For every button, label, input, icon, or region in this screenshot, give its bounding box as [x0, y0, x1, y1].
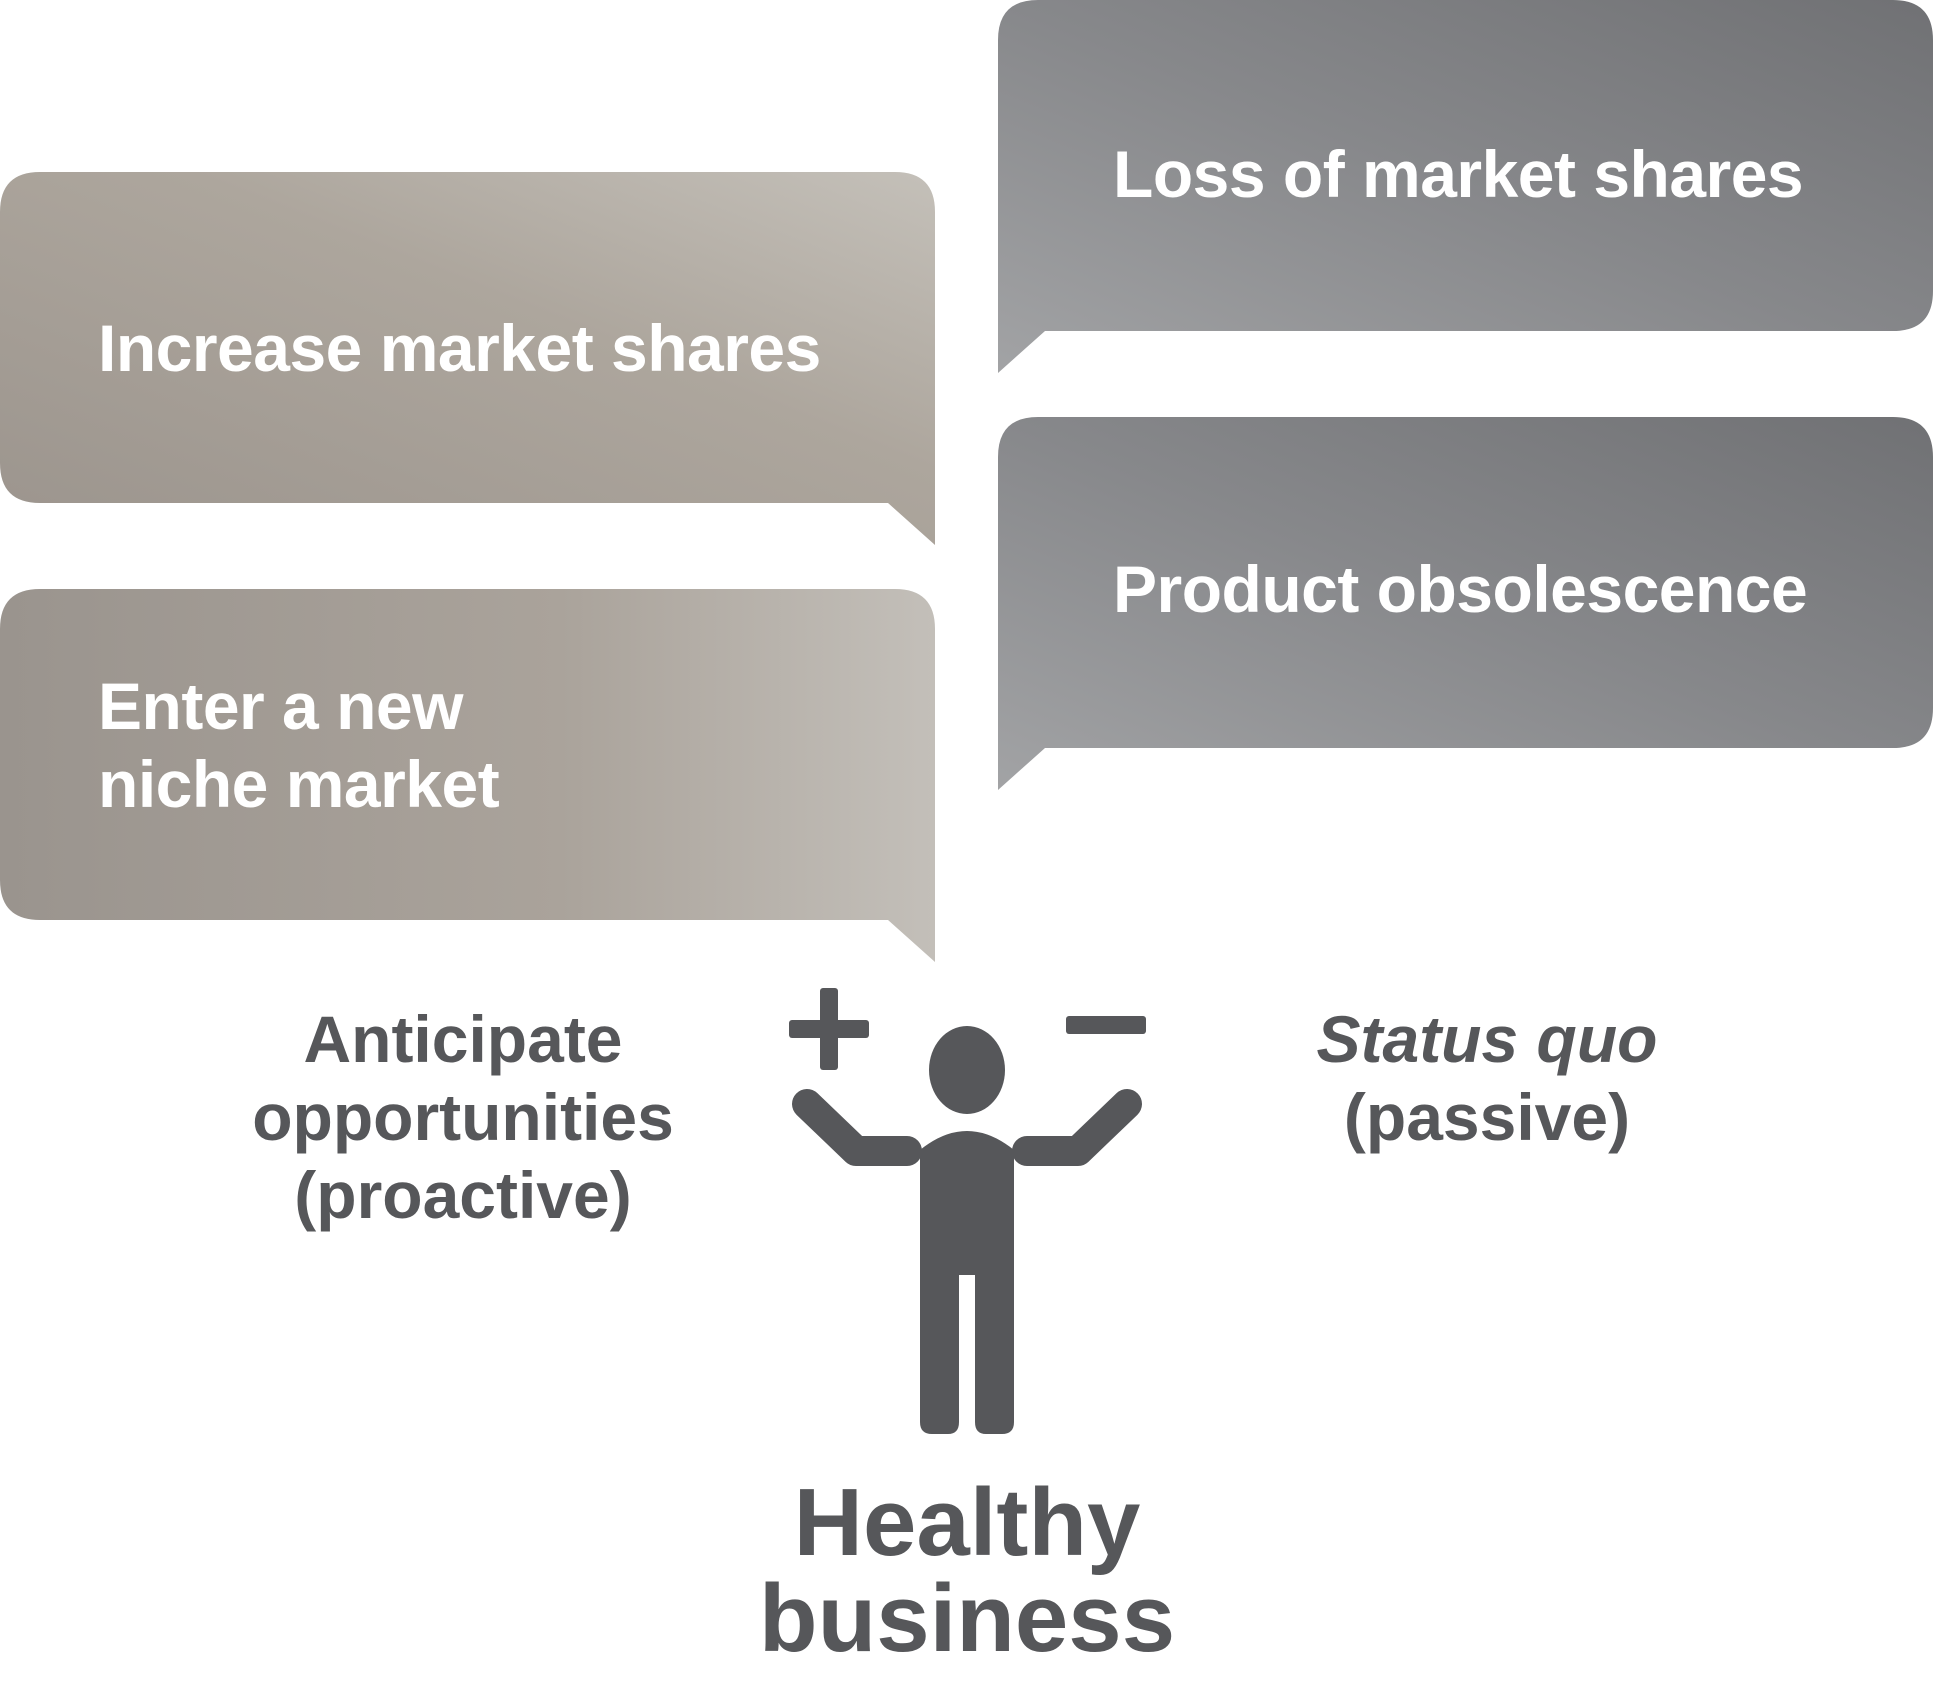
anticipate-line1: Anticipate: [303, 1002, 623, 1076]
minus-icon: [1066, 1016, 1146, 1034]
bubble-text-niche-line2: niche market: [98, 747, 500, 821]
status-quo-line1: Status quo: [1316, 1002, 1658, 1076]
status-quo-line2: (passive): [1343, 1080, 1631, 1154]
bubble-niche-market: [0, 589, 935, 962]
healthy-business-title: Healthy business: [717, 1475, 1217, 1667]
anticipate-label: Anticipate opportunities (proactive): [213, 1000, 713, 1234]
healthy-line1: Healthy: [793, 1469, 1141, 1576]
bubble-text-loss: Loss of market shares: [1113, 137, 1804, 211]
anticipate-line3: (proactive): [294, 1158, 632, 1232]
plus-icon: [789, 988, 869, 1070]
bubble-text-obsolescence: Product obsolescence: [1113, 552, 1808, 626]
anticipate-line2: opportunities: [252, 1080, 674, 1154]
bubble-text-niche-line1: Enter a new: [98, 669, 463, 743]
healthy-line2: business: [758, 1565, 1176, 1672]
status-quo-label: Status quo (passive): [1237, 1000, 1737, 1156]
bubble-text-niche: Enter a new niche market: [98, 667, 500, 823]
bubble-increase-market-shares: [0, 172, 935, 545]
bubble-text-increase: Increase market shares: [98, 311, 821, 385]
person-icon: [792, 1026, 1142, 1434]
bubble-loss-market-shares: [998, 0, 1933, 373]
bubble-product-obsolescence: [998, 417, 1933, 790]
